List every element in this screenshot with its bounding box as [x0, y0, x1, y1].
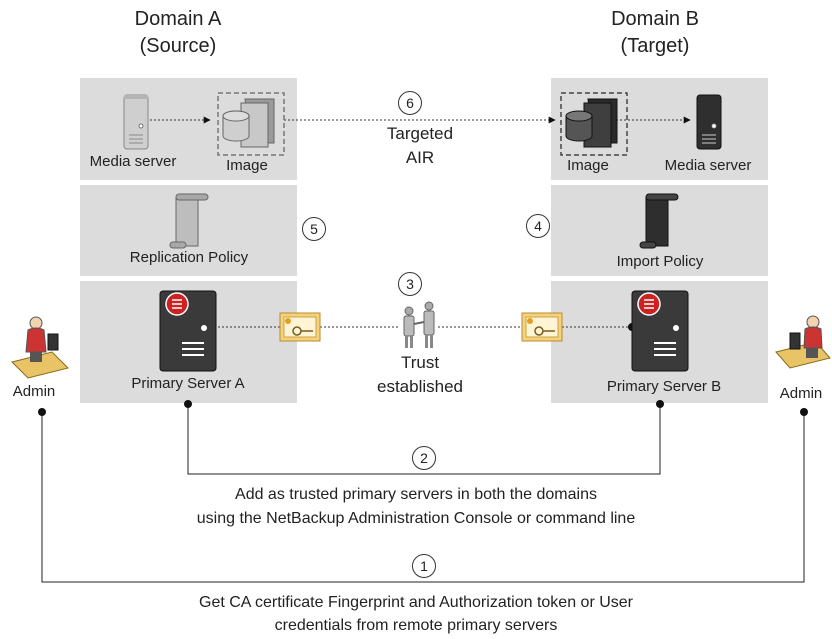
media-server-a-icon [123, 94, 149, 150]
admin-right-label: Admin [779, 385, 823, 402]
media-server-a-label: Media server [89, 153, 177, 170]
primary-server-a-label: Primary Server A [131, 375, 245, 392]
handshake-icon [403, 301, 435, 348]
image-a-label: Image [226, 157, 268, 174]
step1-connector [41, 412, 805, 583]
image-b-icon [560, 92, 628, 156]
targeted-air-line2: AIR [405, 148, 435, 167]
replication-policy-icon [169, 193, 209, 249]
primary-server-a-icon [159, 290, 217, 372]
admin-left-dot [38, 408, 46, 416]
certificate-left-icon [279, 312, 321, 342]
step-6-badge: 6 [398, 91, 422, 115]
image-b-label: Image [567, 157, 609, 174]
domain-b-title: Domain B [611, 8, 699, 30]
admin-right-icon [775, 315, 831, 369]
step2-connector [187, 404, 661, 475]
step1-text-line1: Get CA certificate Fingerprint and Autho… [199, 594, 633, 611]
import-policy-label: Import Policy [616, 253, 704, 270]
import-policy-icon [639, 193, 679, 249]
admin-left-icon [11, 316, 69, 379]
primary-server-b-label: Primary Server B [606, 378, 722, 395]
targeted-air-line1: Targeted [386, 124, 454, 143]
domain-b-subtitle: (Target) [620, 35, 690, 57]
trust-line2: established [376, 377, 463, 396]
step-4-badge: 4 [526, 214, 550, 238]
primary-server-b-icon [631, 290, 689, 372]
certificate-right-icon [521, 312, 563, 342]
step2-text-line1: Add as trusted primary servers in both t… [235, 486, 597, 503]
media-server-b-icon [696, 94, 722, 150]
step-2-badge: 2 [412, 446, 436, 470]
image-a-icon [217, 92, 285, 156]
primary-b-dot [656, 400, 664, 408]
media-server-b-label: Media server [664, 157, 752, 174]
trust-line1: Trust [400, 353, 440, 372]
step1-text-line2: credentials from remote primary servers [274, 617, 558, 634]
admin-left-label: Admin [12, 383, 56, 400]
step-5-badge: 5 [302, 217, 326, 241]
step-1-badge: 1 [412, 554, 436, 578]
domain-a-subtitle: (Source) [139, 35, 217, 57]
step2-text-line2: using the NetBackup Administration Conso… [196, 510, 636, 527]
replication-policy-label: Replication Policy [129, 249, 249, 266]
admin-right-dot [800, 408, 808, 416]
step-3-badge: 3 [398, 272, 422, 296]
domain-a-title: Domain A [134, 8, 222, 30]
primary-a-dot [184, 400, 192, 408]
